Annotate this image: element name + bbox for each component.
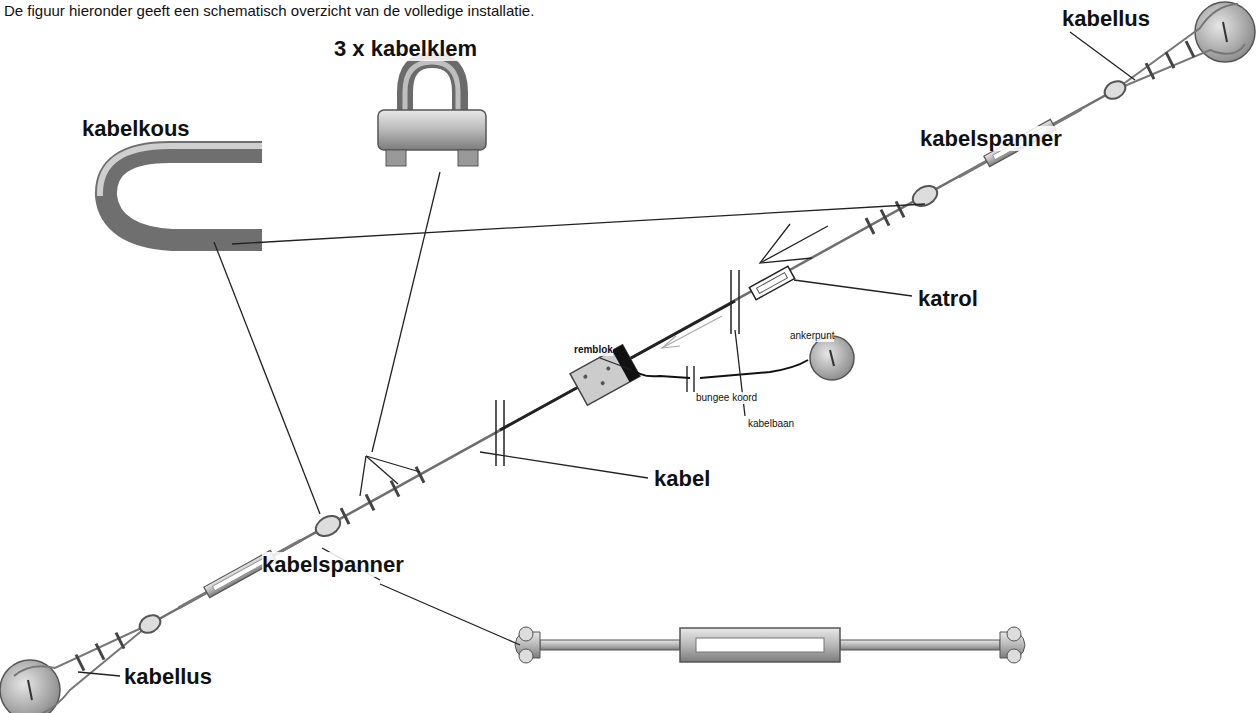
turnbuckle-icon xyxy=(515,627,1025,663)
cable-loop xyxy=(14,4,1245,713)
thimble xyxy=(137,612,164,637)
cable-clamp xyxy=(341,508,349,524)
cable-clamps xyxy=(76,41,1194,671)
part-label: 3 x kabelklem xyxy=(334,36,477,61)
cable xyxy=(500,301,735,430)
brake-block xyxy=(570,345,640,406)
part-label: katrol xyxy=(918,286,978,311)
cable-clamp xyxy=(866,218,874,234)
clamp-icon xyxy=(378,60,486,166)
cable-clamp xyxy=(1166,52,1174,68)
cable-clamp xyxy=(896,201,904,217)
part-label: ankerpunt xyxy=(790,330,834,342)
thimble-icon xyxy=(100,146,262,240)
cable-clamp xyxy=(76,655,84,671)
part-label: bungee koord xyxy=(696,392,757,404)
cable xyxy=(150,90,1115,624)
thimble xyxy=(909,182,940,210)
leader-line xyxy=(78,32,1135,676)
part-label: remblok xyxy=(574,344,613,356)
thimble xyxy=(1102,78,1129,103)
thimble xyxy=(312,512,343,540)
cable-clamp xyxy=(116,633,124,649)
cable-clamp xyxy=(366,494,374,510)
cable-clamp xyxy=(1146,63,1154,79)
part-label: kabelkous xyxy=(82,116,190,141)
break-mark xyxy=(496,270,739,466)
part-label: kabelbaan xyxy=(748,418,794,430)
intro-text: De figuur hieronder geeft een schematisc… xyxy=(4,2,534,19)
part-label: kabelspanner xyxy=(920,126,1062,151)
part-label: kabel xyxy=(654,466,710,491)
direction-arrow xyxy=(760,224,828,263)
cable-clamp xyxy=(416,467,424,483)
cable-clamp xyxy=(1186,41,1194,57)
part-label: kabellus xyxy=(124,664,212,689)
cable-clamp xyxy=(881,210,889,226)
pulley xyxy=(749,266,794,300)
part-label: kabelspanner xyxy=(262,552,404,577)
bungee-cord xyxy=(632,360,808,392)
anchor-point xyxy=(810,336,854,380)
cable-clamp xyxy=(96,644,104,660)
direction-arrow xyxy=(662,316,722,348)
part-label: kabellus xyxy=(1062,6,1150,31)
